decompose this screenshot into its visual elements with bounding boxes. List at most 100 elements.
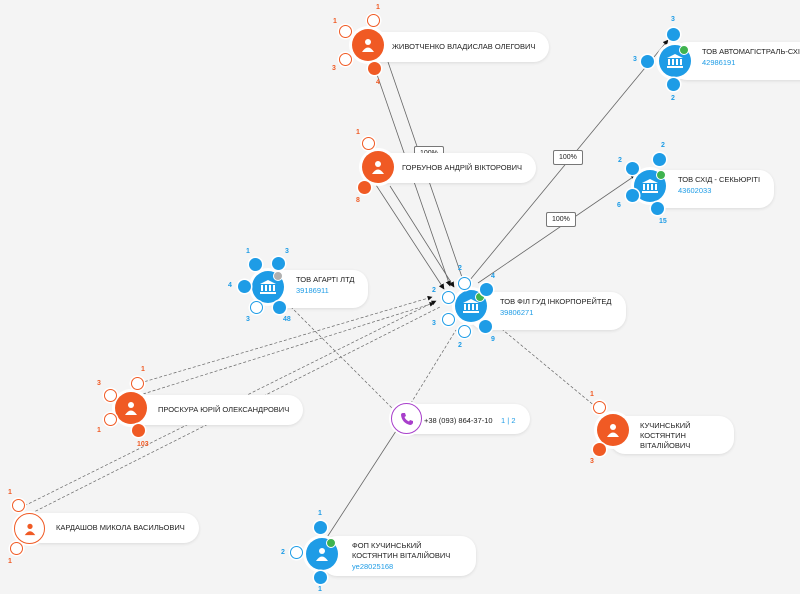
relatives-icon[interactable] [358, 181, 371, 194]
edge-proskura-fil-2[interactable] [142, 301, 435, 395]
count-badge: 1 [97, 427, 101, 434]
relatives-icon[interactable] [442, 291, 455, 304]
share-icon[interactable] [272, 257, 285, 270]
node-name: ЖИВОТЧЕНКО ВЛАДИСЛАВ ОЛЕГОВИЧ [392, 42, 536, 51]
node-code: 42986191 [702, 58, 736, 67]
edge-phone-fop[interactable] [321, 427, 399, 546]
relatives-icon[interactable] [667, 78, 680, 91]
node-label: ГОРБУНОВ АНДРІЙ ВІКТОРОВИЧ [372, 153, 536, 183]
node-name: ТОВ АГАРТІ ЛТД [296, 275, 355, 284]
edge-proskura-fil[interactable] [139, 295, 433, 384]
share-icon[interactable] [653, 153, 666, 166]
person-icon[interactable] [597, 414, 629, 446]
edge-label-percent: 100% [553, 150, 583, 165]
node-label: ПРОСКУРА ЮРІЙ ОЛЕКСАНДРОВИЧ [128, 395, 304, 425]
flag-icon[interactable] [367, 14, 380, 27]
count-badge: 3 [671, 16, 675, 23]
relatives-icon[interactable] [104, 389, 117, 402]
relatives-icon[interactable] [10, 542, 23, 555]
count-badge: 103 [137, 441, 149, 448]
status-icon [273, 271, 283, 281]
share-icon[interactable] [667, 28, 680, 41]
share-icon[interactable] [480, 283, 493, 296]
phone-number: +38 (093) 864-37-10 [424, 416, 493, 425]
relatives-icon[interactable] [314, 521, 327, 534]
count-badge: 3 [633, 56, 637, 63]
edge-ahrarti-phone[interactable] [279, 295, 397, 413]
count-badge: 4 [228, 282, 232, 289]
flag-icon[interactable] [458, 277, 471, 290]
count-badge: 1 [246, 248, 250, 255]
count-badge: 1 [8, 489, 12, 496]
count-badge: 4 [376, 79, 380, 86]
count-badge: 4 [491, 273, 495, 280]
node-code: 39806271 [500, 308, 534, 317]
node-name: ТОВ СХІД - СЕКЬЮРІТІ [678, 175, 761, 184]
location-icon[interactable] [651, 202, 664, 215]
edge-kardashov-fil-2[interactable] [21, 306, 441, 519]
node-label: КАРДАШОВ МИКОЛА ВАСИЛЬОВИЧ [26, 513, 199, 543]
relatives-icon[interactable] [249, 258, 262, 271]
node-name: ТОВ АВТОМАГІСТРАЛЬ-СХІД [702, 47, 800, 56]
node-name: ТОВ ФІЛ ГУД ІНКОРПОРЕЙТЕД [500, 297, 612, 306]
person-icon[interactable] [352, 29, 384, 61]
verified-icon [656, 170, 666, 180]
count-badge: 3 [285, 248, 289, 255]
count-badge: 2 [618, 157, 622, 164]
phone-icon[interactable] [458, 325, 471, 338]
count-badge: 2 [281, 549, 285, 556]
flag-icon[interactable] [12, 499, 25, 512]
person-icon[interactable] [362, 151, 394, 183]
location-icon[interactable] [479, 320, 492, 333]
relatives-icon[interactable] [104, 413, 117, 426]
person-icon[interactable] [14, 513, 45, 544]
person-icon[interactable] [115, 392, 147, 424]
relatives-icon[interactable] [339, 25, 352, 38]
count-badge: 2 [458, 342, 462, 349]
node-code: 39186911 [296, 286, 329, 295]
count-badge: 1 [356, 129, 360, 136]
edge-fil-avtomahistral[interactable] [459, 39, 669, 293]
count-badge: 48 [283, 316, 291, 323]
count-badge: 1 [590, 391, 594, 398]
edge-label-percent: 100% [546, 212, 576, 227]
flag-icon[interactable] [131, 377, 144, 390]
node-name: КУЧИНСЬКИЙ КОСТЯНТИН ВІТАЛІЙОВИЧ [640, 421, 691, 450]
flag-icon[interactable] [593, 401, 606, 414]
edge-horbunov-fil-b[interactable] [389, 185, 455, 288]
node-name: ФОП КУЧИНСЬКИЙ КОСТЯНТИН ВІТАЛІЙОВИЧ [352, 541, 451, 560]
phone-links: 1 | 2 [501, 416, 516, 425]
edge-fil-skhid[interactable] [477, 174, 637, 284]
count-badge: 6 [617, 202, 621, 209]
node-label: ТОВ ФІЛ ГУД ІНКОРПОРЕЙТЕД 39806271 [470, 292, 626, 330]
relatives-icon[interactable] [626, 189, 639, 202]
count-badge: 1 [318, 586, 322, 593]
location-icon[interactable] [132, 424, 145, 437]
relatives-icon[interactable] [626, 162, 639, 175]
phone-icon[interactable] [290, 546, 303, 559]
node-name: ГОРБУНОВ АНДРІЙ ВІКТОРОВИЧ [402, 163, 522, 172]
count-badge: 15 [659, 218, 667, 225]
relatives-icon[interactable] [442, 313, 455, 326]
relatives-icon[interactable] [362, 137, 375, 150]
edge-fil-kuchynskyi[interactable] [485, 315, 603, 413]
node-code: уе28025168 [352, 562, 394, 571]
node-label: КУЧИНСЬКИЙ КОСТЯНТИН ВІТАЛІЙОВИЧ [610, 416, 734, 454]
relatives-icon[interactable] [339, 53, 352, 66]
relatives-icon[interactable] [641, 55, 654, 68]
verified-icon [326, 538, 336, 548]
relatives-icon[interactable] [238, 280, 251, 293]
location-icon[interactable] [314, 571, 327, 584]
count-badge: 8 [356, 197, 360, 204]
phone-icon[interactable] [250, 301, 263, 314]
phone-icon[interactable] [391, 403, 422, 434]
edge-horbunov-fil-a[interactable] [375, 184, 445, 290]
location-icon[interactable] [368, 62, 381, 75]
edge-phone-fil[interactable] [407, 329, 457, 409]
count-badge: 3 [590, 458, 594, 465]
count-badge: 3 [246, 316, 250, 323]
node-name: ПРОСКУРА ЮРІЙ ОЛЕКСАНДРОВИЧ [158, 405, 290, 414]
location-icon[interactable] [273, 301, 286, 314]
node-label: ФОП КУЧИНСЬКИЙ КОСТЯНТИН ВІТАЛІЙОВИЧ уе2… [322, 536, 476, 576]
relatives-icon[interactable] [593, 443, 606, 456]
